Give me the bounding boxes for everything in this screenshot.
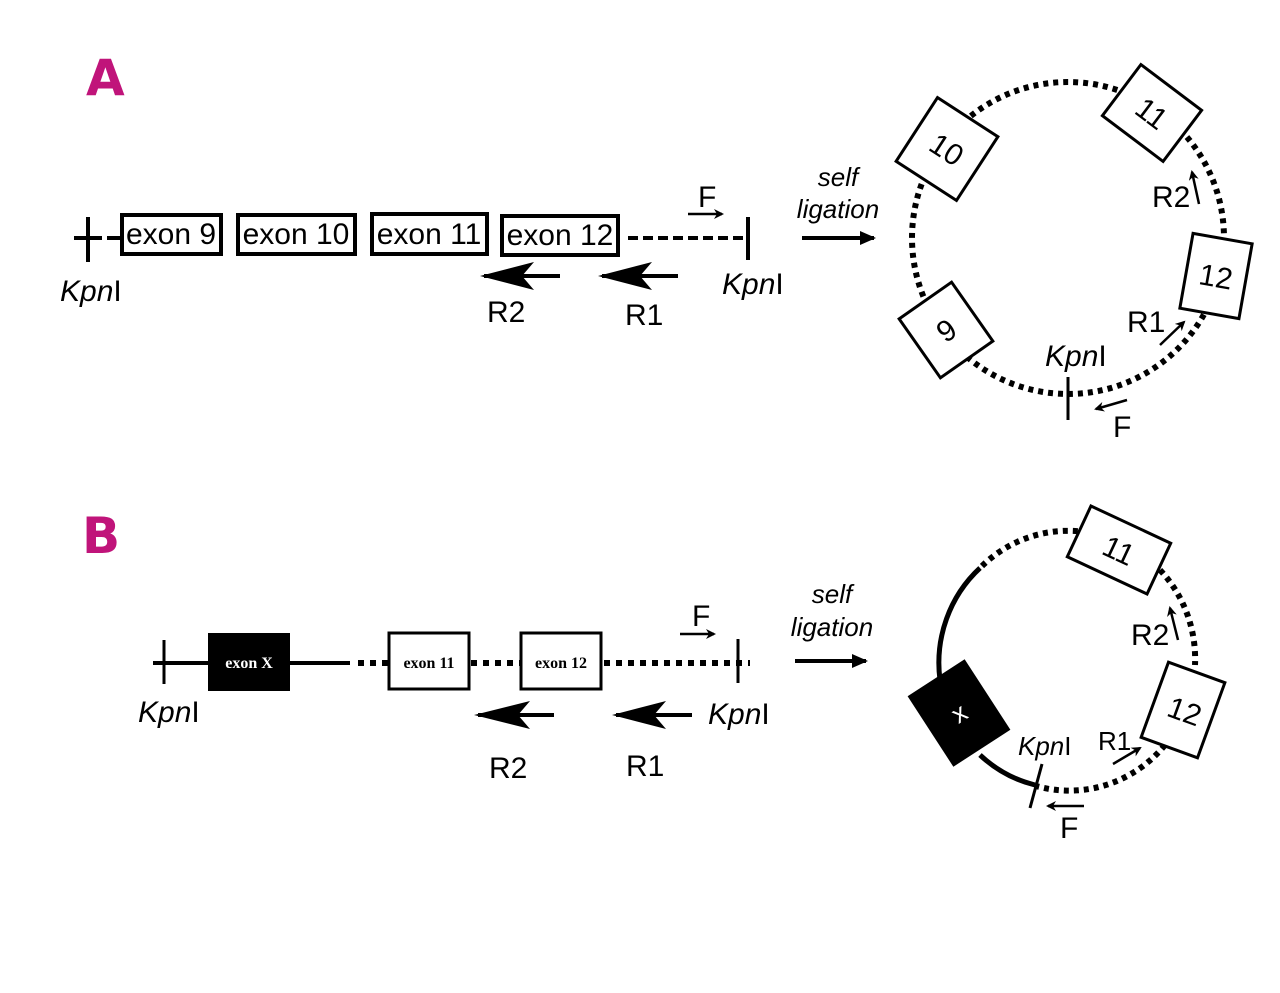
- circle-exon-9: 9: [897, 280, 995, 380]
- exon-9-box: [120, 213, 223, 256]
- primer-r1-arrowhead: [598, 262, 652, 290]
- circle-kpni-label: KpnI: [1018, 731, 1072, 761]
- exon-10-label: exon 10: [243, 218, 350, 251]
- primer-r2-arrowhead: [480, 262, 534, 290]
- exon-12-label: exon 12: [535, 655, 587, 672]
- exon-x-label: exon X: [225, 655, 273, 672]
- circle-primer-f-label: F: [1113, 411, 1131, 444]
- exon-9-label: exon 9: [126, 218, 216, 251]
- circle-backbone-solid-upper: [936, 566, 982, 681]
- primer-r2-label: R2: [487, 296, 525, 329]
- panel-label-a: A: [86, 49, 125, 107]
- circle-primer-r1-arrow: [1112, 746, 1142, 766]
- panel-b: B exon X exon 11 exon 12 KpnI KpnI F R2: [82, 504, 1227, 845]
- circle-exon-11: 11: [1100, 62, 1204, 164]
- circle-primer-r2-label: R2: [1152, 181, 1190, 214]
- circle-primer-r1-arrow: [1159, 320, 1186, 346]
- circle-primer-f-arrow: [1094, 398, 1128, 412]
- circle-exon-10: 10: [894, 95, 1000, 203]
- exon-10-box: [236, 213, 357, 256]
- panel-a: A exon 9 exon 10 exon 11 exon 12 KpnI Kp…: [60, 49, 1254, 444]
- circle-kpni-label: KpnI: [1045, 340, 1107, 373]
- circle-primer-r2-arrow: [1188, 170, 1201, 205]
- kpni-label-left: KpnI: [60, 275, 122, 308]
- self-ligation-label-line2: ligation: [797, 194, 879, 224]
- circle-primer-r2-label: R2: [1131, 619, 1169, 652]
- circular-product-b: 11 12 x KpnI R2 R1 F: [907, 504, 1227, 845]
- circle-exon-11: 11: [1065, 504, 1173, 596]
- circle-backbone-dotted: [1157, 567, 1199, 666]
- self-ligation-label-line2: ligation: [791, 612, 873, 642]
- exon-12-box: [500, 214, 620, 257]
- primer-f-label: F: [692, 600, 710, 633]
- exon-12-label: exon 12: [507, 219, 614, 252]
- exon-11-label: exon 11: [377, 218, 482, 251]
- primer-r1-label: R1: [626, 750, 664, 783]
- circle-backbone-dotted: [979, 527, 1086, 569]
- circle-exon-x: x: [907, 659, 1011, 767]
- self-ligation-step-a: self ligation: [797, 162, 879, 245]
- primer-r1-label: R1: [625, 299, 663, 332]
- linear-map-b: exon X exon 11 exon 12 KpnI KpnI F R2 R1: [138, 600, 770, 785]
- primer-r2-label: R2: [489, 752, 527, 785]
- primer-r2-arrowhead: [474, 701, 530, 729]
- circle-exon-12: 12: [1139, 660, 1227, 760]
- linear-map-a: exon 9 exon 10 exon 11 exon 12 KpnI KpnI…: [60, 181, 784, 332]
- circle-primer-r2-arrow: [1167, 606, 1180, 641]
- exon-12-box: [519, 631, 603, 691]
- kpni-label-right: KpnI: [708, 698, 770, 731]
- circle-backbone-dotted: [1035, 743, 1168, 794]
- exon-11-label: exon 11: [403, 655, 454, 672]
- self-ligation-step-b: self ligation: [791, 579, 873, 668]
- kpni-label-right: KpnI: [722, 268, 784, 301]
- circle-exon-12: 12: [1178, 231, 1254, 321]
- exon-x-box: [208, 633, 290, 691]
- exon-11-box: [387, 631, 471, 691]
- circle-primer-f-label: F: [1060, 812, 1078, 845]
- self-ligation-label-line1: self: [812, 579, 855, 609]
- primer-r1-arrowhead: [612, 701, 666, 729]
- circle-primer-r1-label: R1: [1127, 306, 1165, 339]
- panel-label-b: B: [82, 507, 120, 565]
- kpni-label-left: KpnI: [138, 696, 200, 729]
- circular-product-a: 10 11 12 9 KpnI R2 R1: [894, 62, 1254, 444]
- circle-primer-r1-label: R1: [1098, 726, 1131, 756]
- circle-kpni-mark: [1028, 763, 1044, 809]
- circle-backbone-solid-lower: [978, 753, 1036, 788]
- self-ligation-label-line1: self: [818, 162, 861, 192]
- circle-exon-12-label: 12: [1196, 258, 1235, 296]
- exon-11-box: [370, 212, 489, 256]
- primer-f-label: F: [698, 181, 716, 214]
